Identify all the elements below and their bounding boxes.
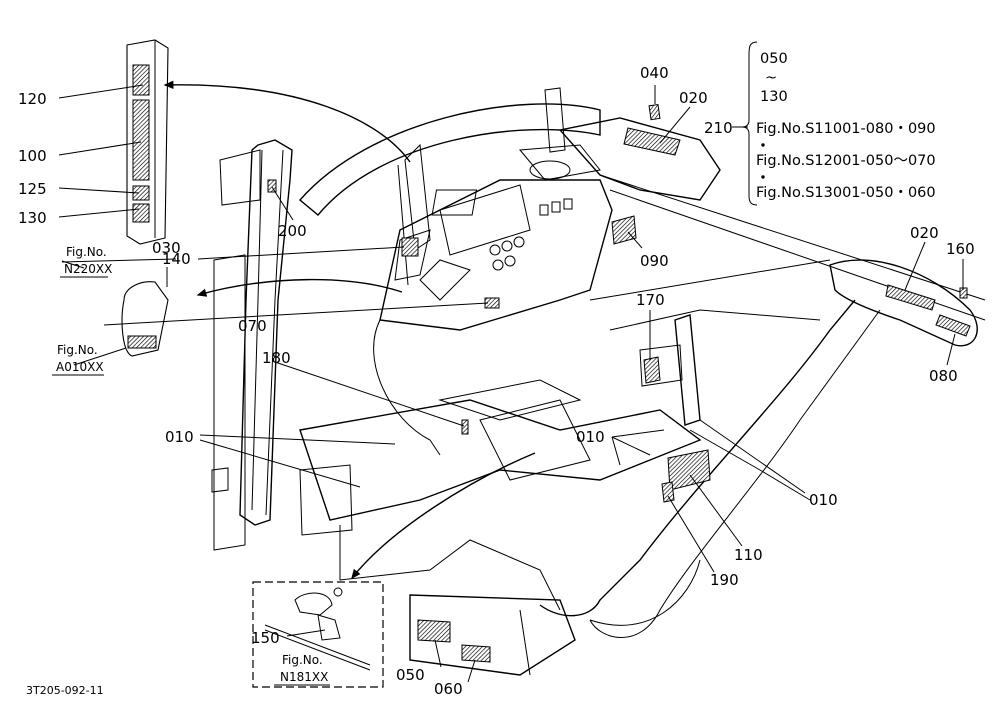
decal-170 <box>643 356 661 384</box>
decal-050-060 <box>417 619 491 663</box>
callout-070: 070 <box>238 317 267 335</box>
fig-label-n220-line1: Fig.No. <box>66 245 107 259</box>
decal-090 <box>611 215 637 245</box>
callout-040: 040 <box>640 64 669 82</box>
callout-010-left: 010 <box>165 428 194 446</box>
callout-110: 110 <box>734 546 763 564</box>
decal-strip-left <box>126 39 169 245</box>
reference-fig-s11001: Fig.No.S11001-080・090 <box>756 121 936 137</box>
detail-inset-box <box>252 581 384 688</box>
drawing-code: 3T205-092-11 <box>26 684 104 697</box>
callout-190: 190 <box>710 571 739 589</box>
fig-label-n181-line1: Fig.No. <box>282 653 323 667</box>
decal-080 <box>935 314 971 337</box>
reference-fig-s12001: Fig.No.S12001-050～070 <box>756 153 936 169</box>
reference-block: 050 ~ 130 Fig.No.S11001-080・090 Fig.No.S… <box>756 51 936 201</box>
callout-100: 100 <box>18 147 47 165</box>
reference-tilde: ~ <box>765 70 777 86</box>
callout-200: 200 <box>278 222 307 240</box>
callout-060: 060 <box>434 680 463 698</box>
hood-part-a010 <box>121 281 169 357</box>
fig-label-a010-line2: A010XX <box>56 360 104 374</box>
pointer-arrows <box>163 80 811 580</box>
leader-lines <box>58 84 964 683</box>
callout-010-mid: 010 <box>576 428 605 446</box>
callout-210: 210 <box>704 119 733 137</box>
callout-140-visible: 140 <box>162 250 191 268</box>
decal-020-top <box>623 127 681 156</box>
decal-110-190 <box>661 449 711 503</box>
cabin-frame-drawing <box>211 87 986 676</box>
decal-140-200-070-180 <box>267 179 500 435</box>
reference-range-start: 050 <box>760 51 788 67</box>
callout-050: 050 <box>396 666 425 684</box>
callout-160: 160 <box>946 240 975 258</box>
fig-label-n220-line2: N220XX <box>64 262 112 276</box>
callout-030: 030 <box>152 239 181 257</box>
callout-125: 125 <box>18 180 47 198</box>
decal-020-right <box>885 284 936 311</box>
callout-120: 120 <box>18 90 47 108</box>
callout-020-top: 020 <box>679 89 708 107</box>
decal-040 <box>648 103 661 121</box>
reference-dots <box>761 143 765 179</box>
callout-080: 080 <box>929 367 958 385</box>
fig-label-n181-line2: N181XX <box>280 670 328 684</box>
callout-090: 090 <box>640 252 669 270</box>
callout-020-right: 020 <box>910 224 939 242</box>
fig-label-a010-line1: Fig.No. <box>57 343 98 357</box>
reference-fig-s13001: Fig.No.S13001-050・060 <box>756 185 936 201</box>
callout-labels: 120 100 125 130 030 140 140 200 070 180 … <box>18 64 975 698</box>
callout-010-right: 010 <box>809 491 838 509</box>
fig-labels: Fig.No. N220XX Fig.No. A010XX Fig.No. N1… <box>52 245 330 686</box>
callout-130: 130 <box>18 209 47 227</box>
callout-170: 170 <box>636 291 665 309</box>
reference-bracket <box>741 41 758 206</box>
reference-range-end: 130 <box>760 89 788 105</box>
callout-180: 180 <box>262 349 291 367</box>
callout-150: 150 <box>251 629 280 647</box>
